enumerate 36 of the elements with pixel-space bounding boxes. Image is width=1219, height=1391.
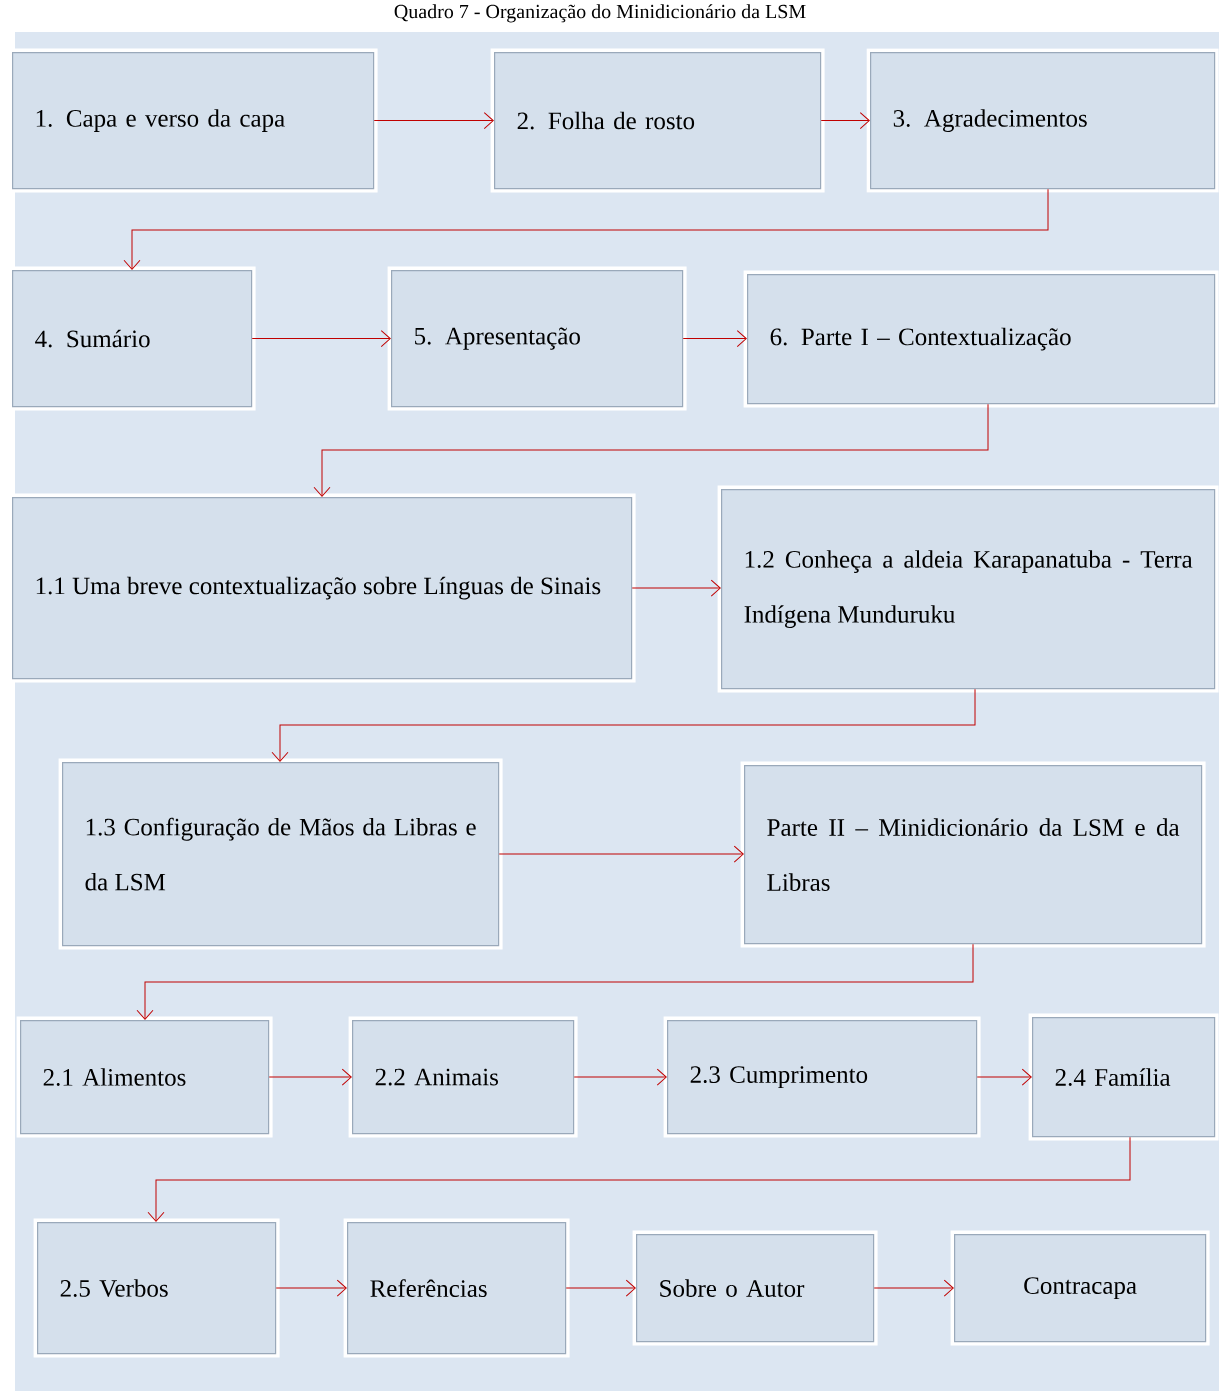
process-box: 4. Sumário [8,266,256,411]
process-box: 2. Folha de rosto [490,48,825,193]
process-box: 1.3 Configuração de Mãos da Libras e da LSM [58,758,503,950]
arrow [275,1279,347,1297]
arrow [565,1279,636,1297]
process-box: 3. Agradecimentos [866,48,1219,193]
title: Quadro 7 - Organização do Minidicionário da LSM [394,4,806,23]
process-box: Referências [343,1218,570,1358]
arrow [682,330,747,348]
arrow [147,1136,1131,1222]
process-box: 2.5 Verbos [33,1218,280,1358]
arrow [820,112,870,130]
process-box: Parte II – Minidicionário da LSM e da Libras [740,761,1206,948]
process-box: 1. Capa e verso da capa [8,48,378,193]
process-box: 2.1 Alimentos [16,1016,273,1138]
process-box: Sobre o Autor [632,1230,878,1346]
process-box: 2.3 Cumprimento [663,1016,981,1138]
arrow [976,1068,1032,1086]
arrow [498,845,744,863]
arrow [631,579,721,597]
arrow [573,1068,667,1086]
process-box: 1.2 Conheça a aldeia Karapanatuba - Terra Indígena Munduruku [717,485,1219,693]
arrow [373,112,494,130]
process-box: Contracapa [950,1230,1210,1346]
process-box: 2.2 Animais [348,1016,578,1138]
process-box: 6. Parte I – Contextualização [743,270,1219,408]
arrow [873,1279,954,1297]
process-box: 5. Apresentação [387,266,687,411]
process-box: 2.4 Família [1028,1013,1219,1141]
arrow [268,1068,352,1086]
arrow [123,188,1049,270]
arrow [313,403,989,497]
arrow [136,943,974,1020]
process-box: 1.1 Uma breve contextualização sobre Línguas de Sinais [8,493,636,683]
arrow [271,688,976,762]
arrow [251,330,391,348]
